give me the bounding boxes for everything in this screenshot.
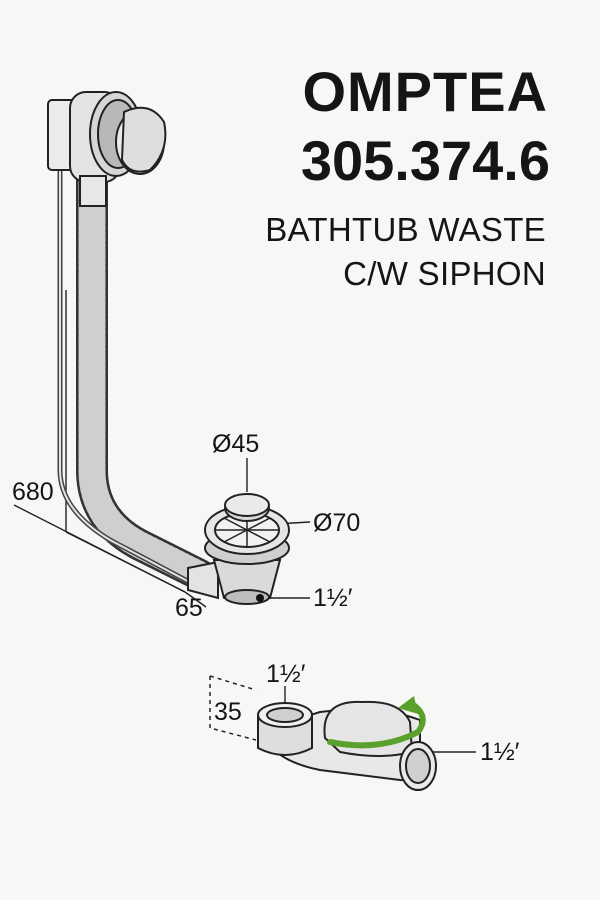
description-line-1: BATHTUB WASTE [265,211,546,248]
product-description: BATHTUB WASTE C/W SIPHON [265,208,546,296]
dim-flange-diameter-label: Ø70 [313,509,361,537]
dim-siphon-outlet-label: 1½′ [480,738,520,766]
overflow-head [47,91,167,207]
dim-siphon-height-label: 35 [214,698,242,726]
model-number: 305.374.6 [300,129,550,192]
drain-body [187,493,290,605]
dim-cover-diameter-label: Ø45 [212,430,260,458]
overflow-hose [57,160,216,591]
rotation-arrow [327,696,426,749]
dim-height-label: 680 [12,478,54,506]
siphon [209,675,437,791]
dim-depth-label: 65 [175,594,203,622]
dim-outlet-thread-label: 1½′ [313,584,353,612]
dim-siphon-inlet-label: 1½′ [266,660,306,688]
brand-title: OMPTEA [302,60,548,123]
description-line-2: C/W SIPHON [343,255,546,292]
